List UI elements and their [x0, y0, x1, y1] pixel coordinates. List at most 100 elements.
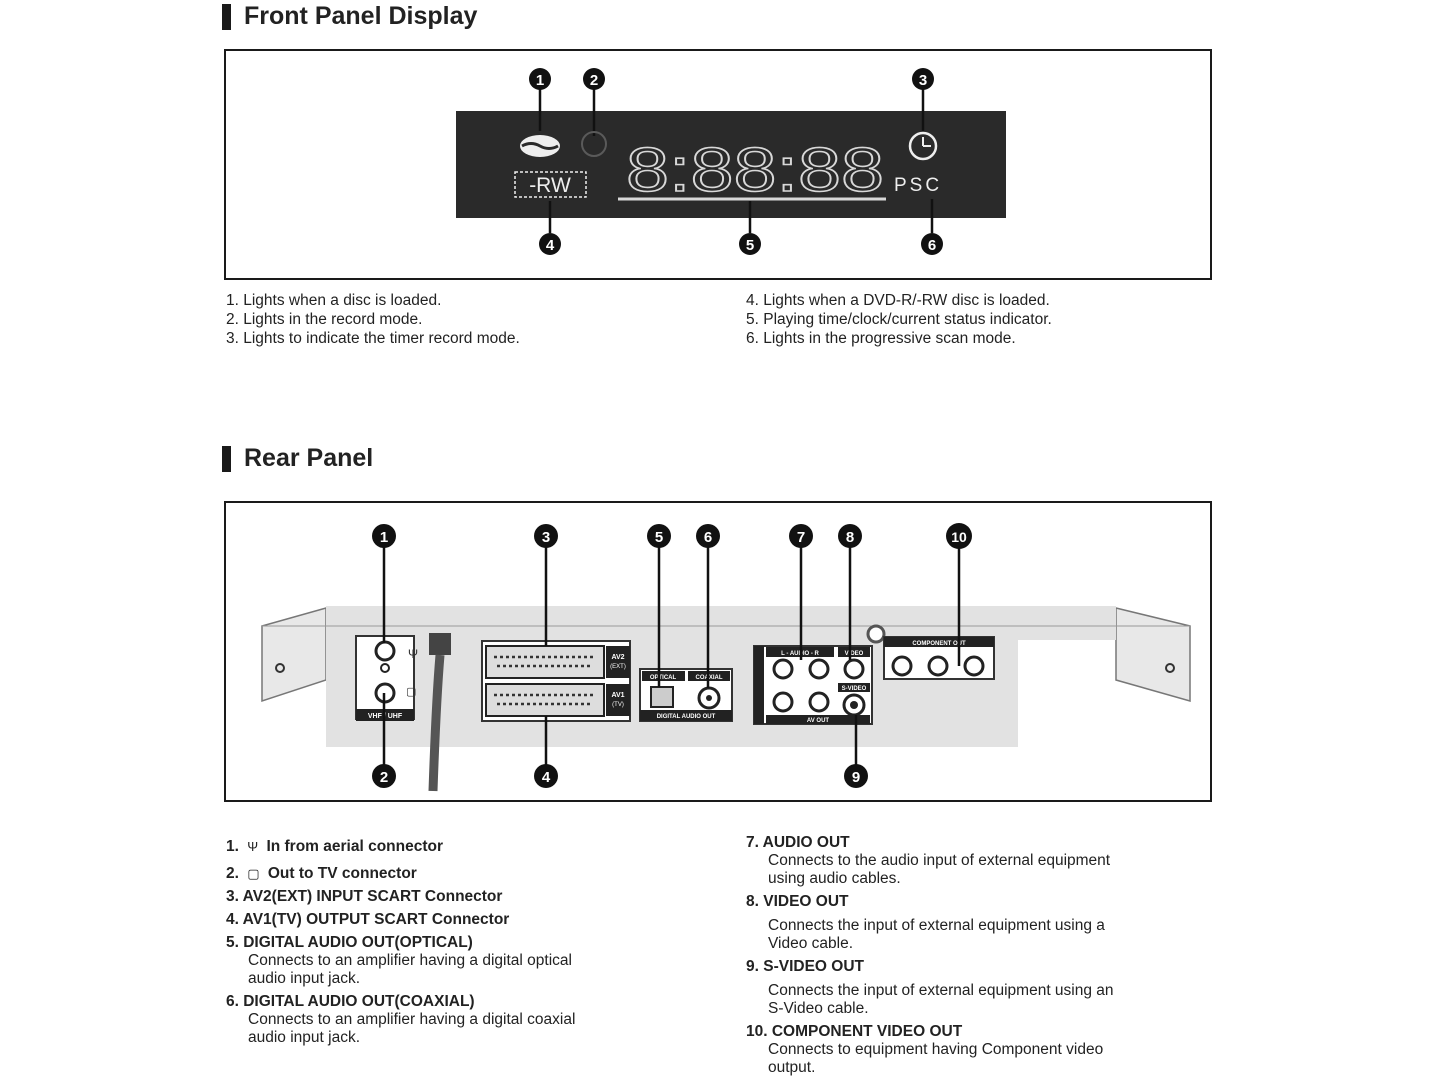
antenna-icon: Ψ	[408, 647, 418, 661]
rear-item-4: 4. AV1(TV) OUTPUT SCART Connector	[226, 911, 510, 928]
rear-callout-9: 9	[844, 764, 868, 788]
vhf-uhf-label: VHF / UHF	[368, 713, 403, 720]
record-indicator-icon	[581, 131, 607, 157]
audio-out-l-jack	[772, 658, 794, 680]
svg-text:9: 9	[852, 769, 860, 786]
screw-icon	[275, 663, 285, 673]
rear-callout-2: 2	[372, 764, 396, 788]
disc-loaded-icon	[520, 135, 560, 157]
front-desc-5: 5. Playing time/clock/current status ind…	[746, 311, 1052, 328]
timer-clock-icon	[908, 131, 938, 161]
rear-callout-3: 3	[534, 524, 558, 548]
ground-screw-icon	[866, 624, 886, 644]
svg-text:10: 10	[951, 529, 967, 545]
front-display-diagram: -RW 8:88:88 PSC 1 2 3 4 5 6	[456, 68, 1006, 255]
video-out-jack	[843, 658, 865, 680]
av2-label: AV2	[611, 654, 624, 661]
tv-icon: ▢	[247, 866, 260, 881]
rear-panel-figure: VHF / UHF Ψ ▢ AV2 (EXT) AV1 (TV) OPTICAL…	[224, 501, 1212, 802]
svg-text:2: 2	[380, 769, 388, 786]
heading-bar	[222, 3, 231, 30]
component-pb-jack	[927, 655, 949, 677]
front-callout-1: 1	[529, 68, 551, 90]
front-callout-3: 3	[912, 68, 934, 90]
rw-indicator: -RW	[529, 174, 571, 197]
rear-item-6: 6. DIGITAL AUDIO OUT(COAXIAL) Connects t…	[226, 993, 576, 1046]
front-desc-left: 1. Lights when a disc is loaded. 2. Ligh…	[226, 291, 520, 348]
svg-text:1: 1	[536, 72, 544, 89]
rear-item-5: 5. DIGITAL AUDIO OUT(OPTICAL) Connects t…	[226, 934, 572, 987]
rear-callout-1: 1	[372, 524, 396, 548]
rear-item-7: 7. AUDIO OUT Connects to the audio input…	[746, 834, 1111, 887]
front-callout-2: 2	[583, 68, 605, 90]
rear-item-3: 3. AV2(EXT) INPUT SCART Connector	[226, 888, 503, 905]
rear-callout-4: 4	[534, 764, 558, 788]
svg-text:7: 7	[797, 529, 805, 546]
rear-item-8: 8. VIDEO OUT Connects the input of exter…	[746, 893, 1105, 952]
screw-icon	[1165, 663, 1175, 673]
front-panel-title: Front Panel Display	[244, 2, 478, 30]
svg-text:8: 8	[846, 529, 854, 546]
power-cord	[428, 654, 445, 792]
rear-desc-left: 1. Ψ In from aerial connector 2. ▢ Out t…	[226, 837, 696, 1051]
av2-scart-connector	[485, 645, 605, 679]
chassis-left-side	[261, 607, 327, 703]
component-y-jack	[891, 655, 913, 677]
av1-scart-connector	[485, 683, 605, 717]
time-status-digits: 8:88:88	[626, 136, 884, 205]
front-callout-5: 5	[739, 233, 761, 255]
rear-item-10: 10. COMPONENT VIDEO OUT Connects to equi…	[746, 1023, 1104, 1076]
rear-callout-7: 7	[789, 524, 813, 548]
rear-item-1: 1. Ψ In from aerial connector	[226, 838, 444, 855]
svideo-label: S-VIDEO	[842, 686, 867, 692]
component-out-label: COMPONENT OUT	[912, 641, 966, 647]
rear-callout-8: 8	[838, 524, 862, 548]
rear-panel-diagram: VHF / UHF Ψ ▢ AV2 (EXT) AV1 (TV) OPTICAL…	[261, 523, 1191, 792]
av1-sub-label: (TV)	[612, 702, 624, 708]
aerial-in-jack	[374, 640, 396, 662]
svg-text:6: 6	[704, 529, 712, 546]
svg-text:5: 5	[746, 237, 754, 254]
svg-text:6: 6	[928, 237, 936, 254]
front-desc-1: 1. Lights when a disc is loaded.	[226, 292, 442, 309]
tv-icon: ▢	[406, 686, 416, 698]
rear-desc-right: 7. AUDIO OUT Connects to the audio input…	[746, 833, 1216, 1081]
optical-jack	[650, 686, 674, 708]
svg-text:4: 4	[546, 237, 555, 254]
svg-text:1: 1	[380, 529, 388, 546]
rear-callout-10: 10	[946, 523, 972, 549]
front-desc-right: 4. Lights when a DVD-R/-RW disc is loade…	[746, 291, 1052, 348]
front-desc-6: 6. Lights in the progressive scan mode.	[746, 330, 1016, 347]
front-panel-heading: Front Panel Display	[222, 2, 477, 31]
audio-out-r-jack	[808, 658, 830, 680]
front-panel-figure: -RW 8:88:88 PSC 1 2 3 4 5 6	[224, 49, 1212, 280]
antenna-icon: Ψ	[247, 839, 259, 854]
component-pr-jack	[963, 655, 985, 677]
front-desc-2: 2. Lights in the record mode.	[226, 311, 423, 328]
rear-item-2: 2. ▢ Out to TV connector	[226, 865, 417, 882]
chassis-right-side	[1115, 607, 1191, 702]
progressive-scan-indicator: PSC	[894, 175, 942, 196]
svg-text:4: 4	[542, 769, 551, 786]
optical-label: OPTICAL	[650, 675, 677, 681]
svg-text:3: 3	[542, 529, 550, 546]
front-desc-4: 4. Lights when a DVD-R/-RW disc is loade…	[746, 292, 1050, 309]
svg-text:3: 3	[919, 72, 927, 89]
front-callout-6: 6	[921, 233, 943, 255]
front-desc-3: 3. Lights to indicate the timer record m…	[226, 330, 520, 347]
rear-item-9: 9. S-VIDEO OUT Connects the input of ext…	[746, 958, 1114, 1017]
av-out-label: AV OUT	[807, 718, 830, 724]
rear-panel-title: Rear Panel	[244, 444, 374, 472]
av2-sub-label: (EXT)	[610, 664, 626, 670]
rear-callout-5: 5	[647, 524, 671, 548]
digital-audio-out-label: DIGITAL AUDIO OUT	[657, 714, 716, 720]
video-label: VIDEO	[845, 651, 864, 657]
rear-callout-6: 6	[696, 524, 720, 548]
svg-text:5: 5	[655, 529, 663, 546]
power-cord-plug	[429, 633, 451, 655]
rear-panel-heading: Rear Panel	[222, 444, 373, 473]
heading-bar	[222, 445, 231, 472]
front-callout-4: 4	[539, 233, 561, 255]
av1-label: AV1	[611, 692, 624, 699]
svg-text:2: 2	[590, 72, 598, 89]
